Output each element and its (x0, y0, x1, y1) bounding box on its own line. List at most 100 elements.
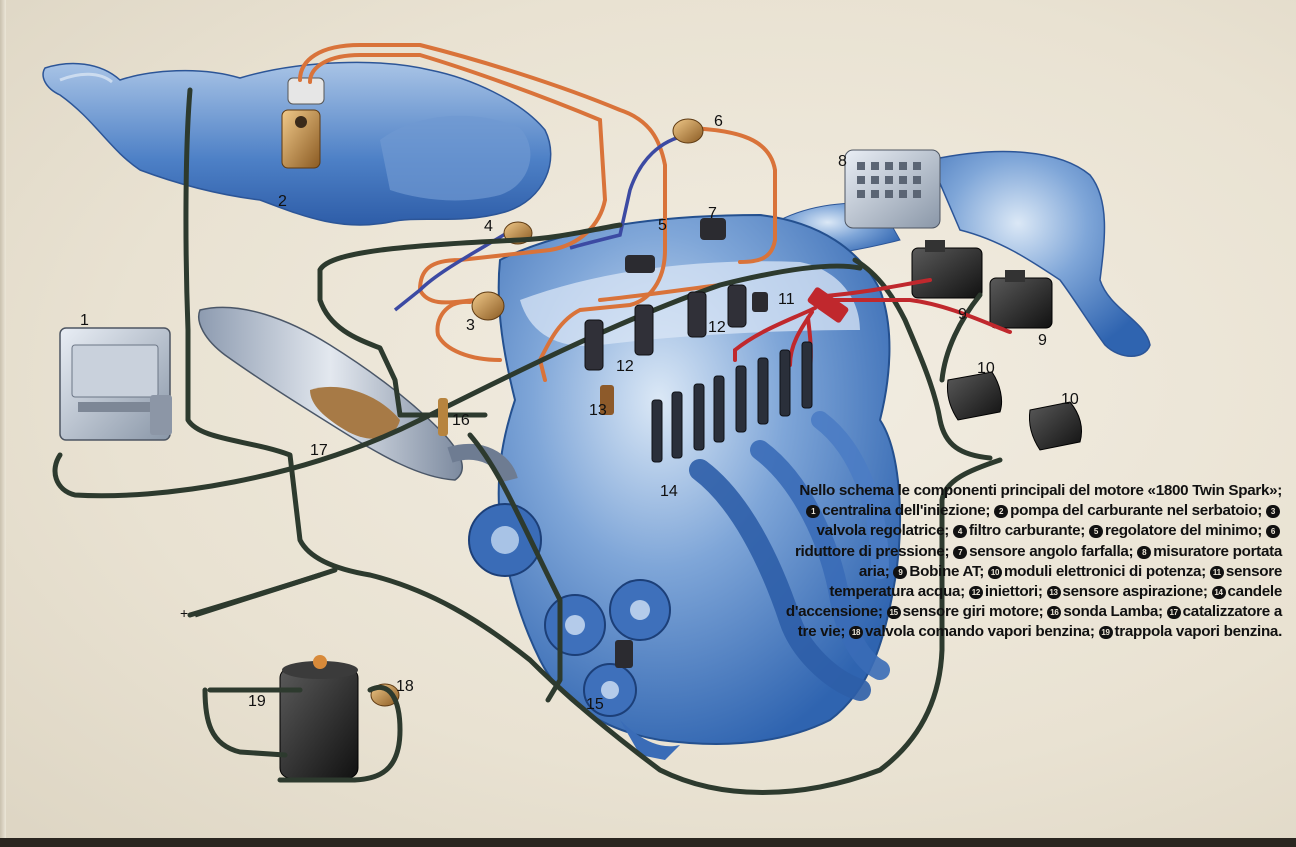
callout-plus: + (180, 605, 189, 621)
power-modules (947, 371, 1083, 451)
figure-caption: Nello schema le componenti principali de… (780, 481, 1282, 643)
callout-15: 15 (586, 696, 604, 713)
coolant-temp-sensor (752, 292, 768, 312)
caption-item-text: pompa del carburante nel serbatoio; (1010, 502, 1263, 520)
ht-cable-junction (807, 287, 849, 323)
callout-10b: 10 (1061, 391, 1079, 408)
air-intake-plenum (779, 149, 1151, 357)
battery-positive-lead (194, 572, 321, 618)
caption-item-text: misuratore portata aria; (858, 542, 1282, 580)
page-bottom-border (0, 838, 1296, 847)
caption-item-text: riduttore di pressione; (794, 542, 950, 560)
caption-item-text: moduli elettronici di potenza; (1003, 562, 1206, 580)
callout-11: 11 (778, 291, 795, 308)
caption-number-badge: 8 (1137, 545, 1152, 559)
caption-item-text: regolatore del minimo; (1104, 522, 1263, 540)
caption-item-text: sonda Lamba; (1063, 603, 1163, 621)
regulator-valve (471, 291, 505, 321)
caption-number-badge: 5 (1088, 525, 1103, 539)
pressure-reducer (672, 118, 704, 144)
caption-item-text: Bobine AT; (909, 562, 985, 580)
caption-item-text: candele d'accensione; (785, 583, 1282, 621)
caption-item-text: sensore aspirazione; (1062, 583, 1208, 601)
caption-item-text: sensore giri motore; (902, 603, 1044, 621)
caption-number-badge: 6 (1266, 525, 1280, 539)
caption-number-badge: 7 (953, 545, 968, 559)
callout-4: 4 (484, 218, 493, 235)
caption-number-badge: 19 (1098, 626, 1113, 640)
caption-item-text: sensore angolo farfalla; (969, 542, 1134, 560)
caption-number-badge: 4 (952, 525, 967, 539)
callout-17: 17 (310, 442, 328, 459)
callout-12a: 12 (708, 319, 726, 336)
caption-item-text: sensore temperatura acqua; (829, 562, 1282, 601)
caption-number-badge: 17 (1166, 606, 1181, 620)
catalytic-converter (198, 306, 518, 483)
caption-item-text: iniettori; (984, 583, 1043, 601)
idle-regulator (625, 255, 655, 273)
caption-number-badge: 9 (893, 565, 908, 579)
ignition-coils (911, 240, 1053, 329)
caption-number-badge: 10 (987, 565, 1002, 579)
callout-10a: 10 (977, 360, 995, 377)
caption-number-badge: 12 (968, 586, 983, 600)
callout-3: 3 (466, 317, 475, 334)
caption-item-text: valvola regolatrice; (816, 522, 950, 540)
ecu-box (59, 327, 172, 441)
caption-number-badge: 18 (849, 626, 864, 640)
callout-7: 7 (708, 205, 717, 222)
lambda-probe (438, 398, 448, 436)
fuel-pump (281, 77, 325, 169)
vapor-trap-canister (279, 655, 359, 779)
caption-item-text: catalizzatore a tre vie; (797, 603, 1283, 641)
callout-6: 6 (714, 113, 723, 130)
callout-14: 14 (660, 483, 678, 500)
caption-item-text: centralina dell'iniezione; (822, 502, 991, 520)
caption-number-badge: 11 (1209, 565, 1224, 579)
spark-plugs (651, 341, 813, 463)
callout-18: 18 (396, 678, 414, 695)
caption-number-badge: 1 (806, 505, 821, 519)
caption-item-text: filtro carburante; (968, 522, 1086, 540)
fuel-injectors (584, 284, 747, 371)
callout-13: 13 (589, 402, 607, 419)
throttle-angle-sensor (700, 218, 726, 240)
engine-speed-sensor (615, 640, 633, 668)
callout-19: 19 (248, 693, 266, 710)
callout-2: 2 (278, 193, 287, 210)
caption-item-text: trappola vapori benzina. (1114, 623, 1283, 641)
caption-item-6: 6 riduttore di pressione; (794, 522, 1282, 560)
intake-sensor (600, 385, 614, 415)
callout-12b: 12 (616, 358, 634, 375)
caption-intro: Nello schema le componenti principali de… (799, 482, 1282, 499)
caption-number-badge: 14 (1211, 586, 1226, 600)
caption-number-badge: 15 (886, 606, 901, 620)
caption-number-badge: 13 (1046, 586, 1061, 600)
caption-number-badge: 2 (994, 505, 1009, 519)
caption-number-badge: 3 (1266, 505, 1280, 519)
page-edge-shadow (0, 0, 6, 847)
callout-9a: 9 (958, 306, 967, 323)
ht-cables (733, 278, 1012, 372)
callout-1: 1 (80, 312, 89, 329)
callout-9b: 9 (1038, 332, 1047, 349)
